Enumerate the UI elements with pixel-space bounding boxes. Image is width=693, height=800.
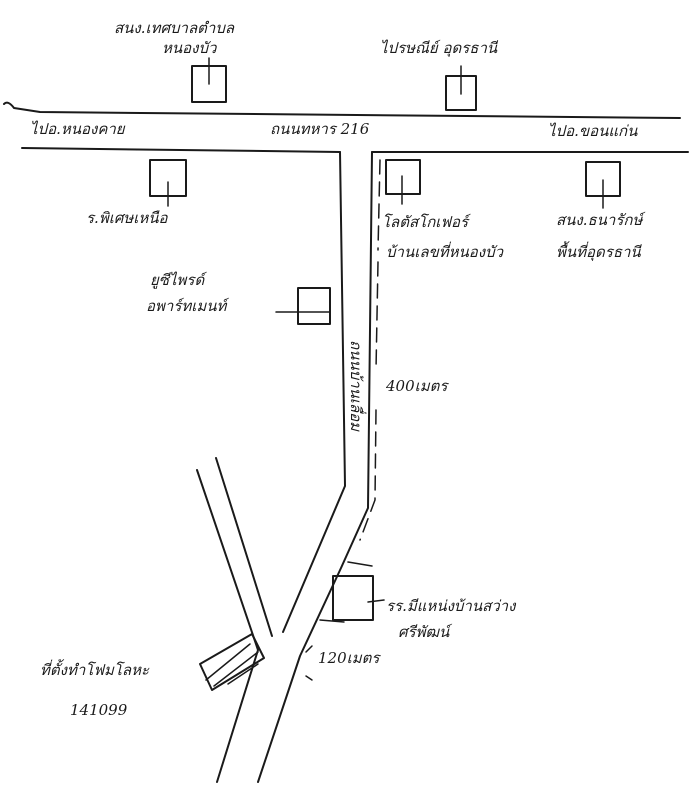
side-road-left-edge bbox=[282, 151, 346, 633]
label-apartment-line1: ยูซีไพรด์ bbox=[150, 271, 205, 289]
distance-tick-2 bbox=[305, 645, 313, 681]
side-road-right-edge bbox=[257, 151, 373, 783]
label-distance-2: 120เมตร bbox=[318, 649, 380, 667]
main-road-top-edge bbox=[3, 101, 681, 119]
label-destination-line1: ที่ตั้งทำโฟมโลหะ bbox=[40, 661, 150, 679]
label-distance-1: 400เมตร bbox=[386, 377, 448, 395]
building-apartment bbox=[275, 287, 331, 325]
label-left-destination: ไปอ.หนองคาย bbox=[30, 120, 125, 138]
building-municipal-office bbox=[191, 57, 227, 103]
destination-site bbox=[199, 633, 265, 691]
label-municipal-office-line2: หนองบัว bbox=[162, 39, 217, 57]
label-school: ร.พิเศษเหนือ bbox=[86, 209, 168, 227]
label-post-office: ไปรษณีย์ อุดรธานี bbox=[380, 39, 498, 57]
label-lower-school-line1: รร.มีแหน่งบ้านสว่าง bbox=[386, 597, 516, 615]
label-destination-line2: 141099 bbox=[70, 701, 128, 719]
building-treasury bbox=[585, 161, 621, 209]
label-main-road: ถนนทหาร 216 bbox=[270, 120, 370, 138]
branch-road-right-edge bbox=[215, 457, 273, 637]
main-road-bottom-edge-left bbox=[21, 147, 341, 153]
building-school bbox=[149, 159, 187, 207]
label-lower-school-line2: ศรีพัฒน์ bbox=[398, 623, 450, 641]
label-treasury-line2: พื้นที่อุดรธานี bbox=[556, 243, 641, 261]
label-municipal-office-line1: สนง.เทศบาลตำบล bbox=[114, 19, 235, 37]
label-apartment-line2: อพาร์ทเมนท์ bbox=[146, 297, 227, 315]
building-lotus bbox=[385, 159, 421, 205]
building-post-office bbox=[445, 65, 477, 111]
label-right-destination: ไปอ.ขอนแก่น bbox=[548, 122, 638, 140]
label-treasury-line1: สนง.ธนารักษ์ bbox=[556, 211, 643, 229]
building-lower-school bbox=[319, 561, 385, 623]
label-lotus-line1: โลตัสโกเฟอร์ bbox=[382, 213, 469, 231]
side-road-dashed-path bbox=[359, 159, 381, 541]
branch-road-left-edge bbox=[196, 469, 259, 783]
label-side-road: ถนนบ้านเลื่อม bbox=[347, 340, 365, 432]
label-lotus-line2: บ้านเลขที่หนองบัว bbox=[386, 243, 504, 261]
